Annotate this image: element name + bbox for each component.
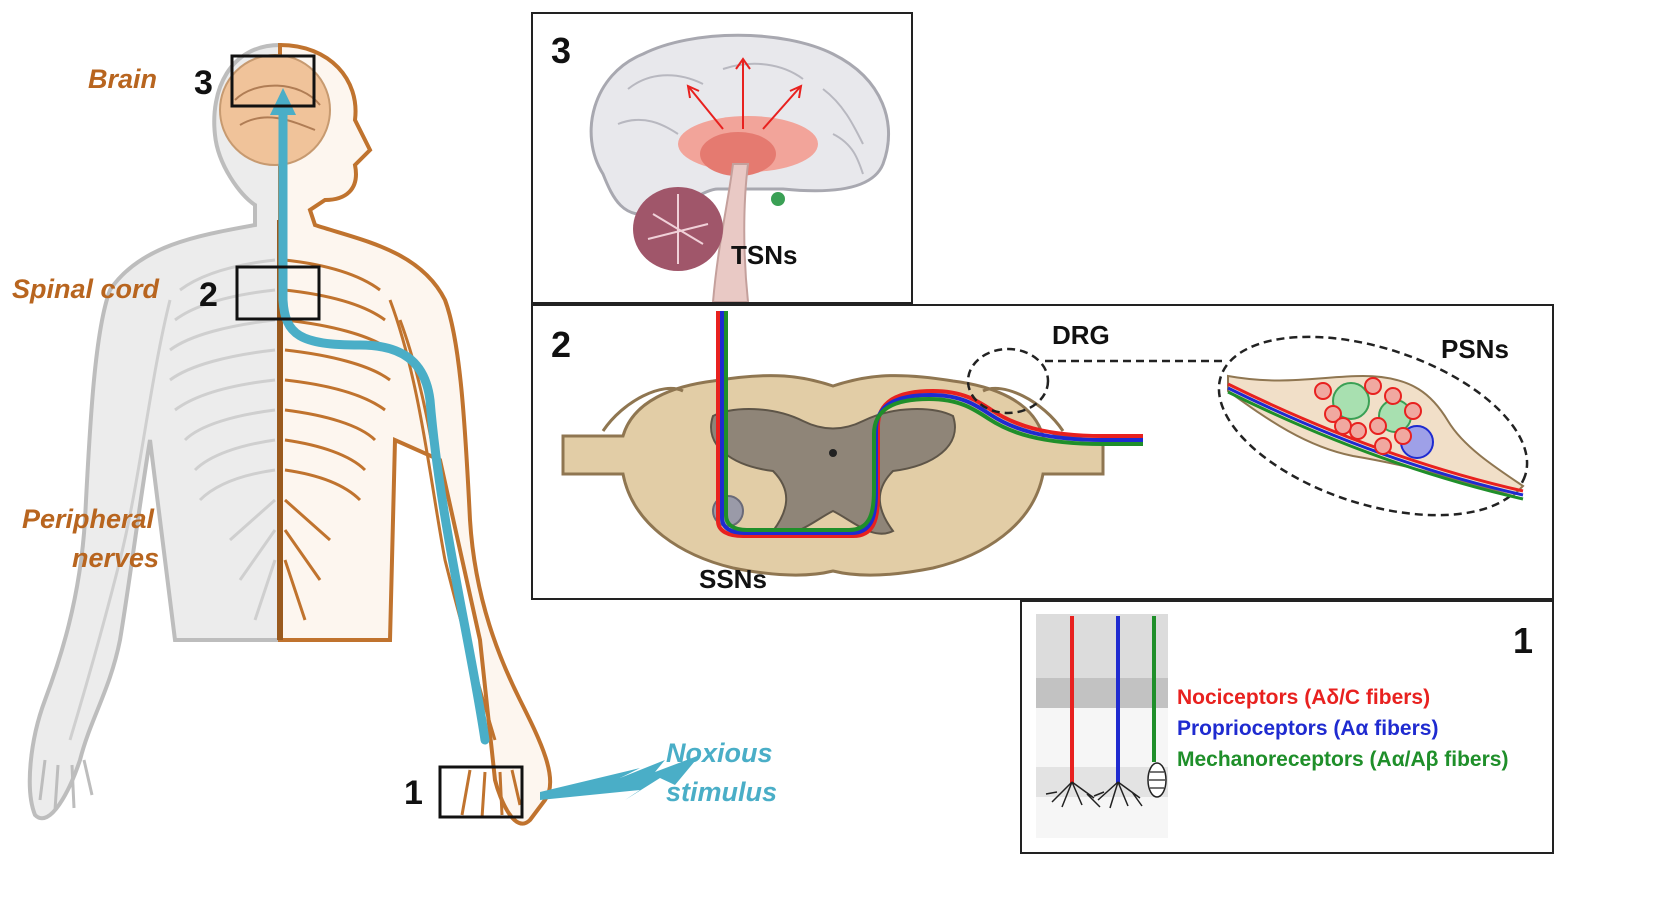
brain-label: Brain (88, 64, 158, 94)
spinal-cord-label: Spinal cord (12, 274, 160, 304)
hand-zoom-box (438, 765, 524, 819)
brain-panel-number: 3 (551, 30, 572, 71)
peripheral-label-line2: nerves (72, 543, 160, 573)
marker-three: 3 (194, 64, 213, 102)
marker-one: 1 (404, 774, 423, 812)
peripheral-label-line1: Peripheral (22, 504, 155, 534)
drg-label: DRG (1052, 320, 1110, 350)
pain-pathway-arrow (270, 88, 490, 745)
stimulus-label-line1: Noxious (666, 738, 773, 768)
marker-two: 2 (199, 276, 218, 314)
psns-label: PSNs (1441, 334, 1509, 364)
ssns-label: SSNs (699, 564, 767, 594)
brain-zoom-box (230, 54, 316, 108)
spinal-zoom-box (235, 265, 321, 321)
legend-proprioceptors: Proprioceptors (Aα fibers) (1177, 717, 1439, 740)
skin-panel: 1 Nociceptors (Aδ/C fibers) Propriocepto… (1020, 600, 1554, 854)
lightning-bolt-icon (540, 755, 700, 800)
skin-section (1036, 614, 1168, 838)
stimulus-label-line2: stimulus (666, 777, 778, 807)
spinal-panel-number: 2 (551, 324, 572, 365)
spinal-cord-section (561, 311, 1529, 577)
legend-nociceptors: Nociceptors (Aδ/C fibers) (1177, 686, 1431, 709)
brain-panel: 3 TSNs (531, 12, 913, 304)
drg-ganglion (1217, 335, 1529, 517)
spinal-panel: 2 DRG PSNs SSNs (531, 304, 1554, 600)
legend-mechanoreceptors: Mechanoreceptors (Aα/Aβ fibers) (1177, 748, 1509, 771)
skin-panel-number: 1 (1513, 620, 1534, 661)
brain-icon (589, 33, 891, 302)
human-body-figure (27, 42, 553, 826)
tsns-label: TSNs (731, 240, 798, 270)
